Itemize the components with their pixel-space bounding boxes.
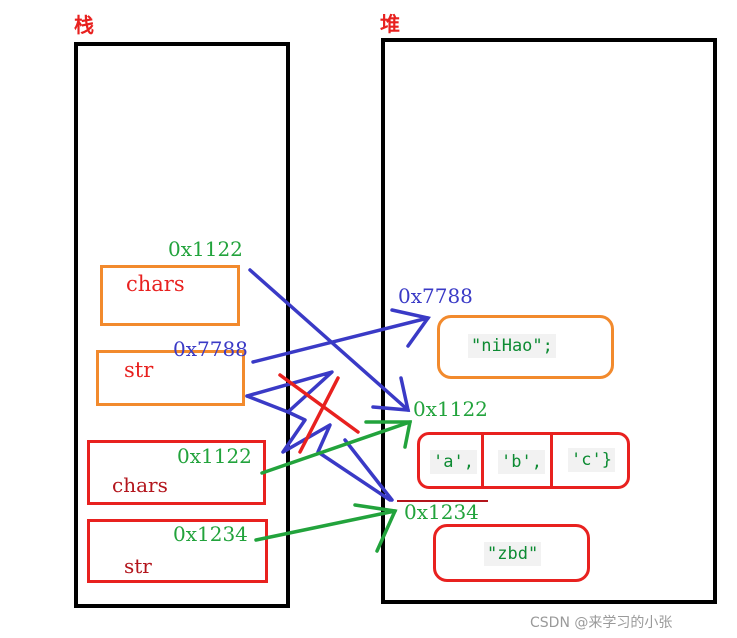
stack-box-chars-old xyxy=(100,265,240,326)
green-arrow-chars-to-array xyxy=(260,420,413,475)
array-divider-1 xyxy=(481,432,484,489)
array-cell-b: 'b', xyxy=(498,450,545,474)
stack-addr-str-1: 0x7788 xyxy=(173,337,248,361)
stack-var-chars-1: chars xyxy=(126,272,185,296)
green-arrow-str-to-zbd xyxy=(254,503,398,553)
blue-arrow-str-to-nihao xyxy=(251,308,431,364)
heap-title: 堆 xyxy=(380,12,400,36)
stack-panel xyxy=(74,42,290,608)
heap-object-zbd xyxy=(433,524,590,582)
array-cell-b-text: 'b', xyxy=(498,450,545,474)
watermark: CSDN @来学习的小张 xyxy=(530,615,673,631)
blue-arrow-chars-to-array xyxy=(248,268,411,412)
heap-object-nihao xyxy=(437,315,614,379)
heap-object-char-array xyxy=(417,432,630,489)
array-cell-c: 'c'} xyxy=(568,448,615,472)
stack-var-str-2: str xyxy=(124,554,152,578)
stack-var-chars-2: chars xyxy=(112,473,168,497)
heap-string-zbd: "zbd" xyxy=(484,542,542,566)
stack-addr-chars-2: 0x1122 xyxy=(177,444,252,468)
array-cell-c-text: 'c'} xyxy=(568,448,615,472)
heap-addr-zbd: 0x1234 xyxy=(404,500,479,524)
heap-string-zbd-text: "zbd" xyxy=(484,542,542,566)
stack-box-str-new xyxy=(87,519,268,583)
blue-zigzag-str-to-zbd xyxy=(245,370,394,502)
heap-string-nihao: "niHao"; xyxy=(468,334,556,358)
cross-mark xyxy=(278,373,360,454)
stack-var-str-1: str xyxy=(124,358,154,382)
array-cell-a: 'a', xyxy=(430,450,477,474)
heap-string-nihao-text: "niHao"; xyxy=(468,334,556,358)
array-divider-2 xyxy=(550,432,553,489)
array-cell-a-text: 'a', xyxy=(430,450,477,474)
stack-title: 栈 xyxy=(74,13,94,37)
stack-addr-chars-1: 0x1122 xyxy=(168,237,243,261)
heap-addr-nihao: 0x7788 xyxy=(398,284,473,308)
stack-box-str-old xyxy=(96,350,245,406)
heap-addr-char-array: 0x1122 xyxy=(413,397,488,421)
heap-panel xyxy=(381,38,717,604)
stack-addr-str-2: 0x1234 xyxy=(173,522,248,546)
